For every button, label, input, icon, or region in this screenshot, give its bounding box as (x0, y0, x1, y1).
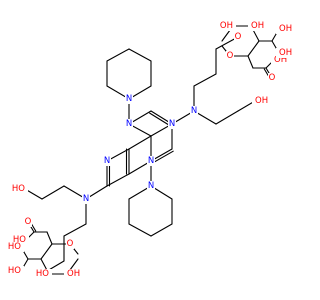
atom-label-background (252, 96, 266, 106)
atom-label-text: N (191, 106, 197, 116)
atom-label-background (248, 21, 262, 31)
atom-label-background (10, 242, 24, 252)
nitrogen-atom-label: N (103, 156, 111, 166)
nitrogen-atom-label: N (147, 156, 155, 166)
oxygen-atom-label: O (24, 217, 32, 227)
atom-label-background (276, 48, 290, 58)
oxygen-atom-label: O (66, 239, 74, 249)
bond-line (150, 223, 173, 237)
atom-label-background (222, 21, 236, 31)
bond-line (193, 73, 217, 87)
oxygen-atom-label: HO (13, 235, 29, 245)
atom-label-background (147, 156, 155, 166)
atom-label-text: O (25, 217, 32, 227)
bond-line (128, 223, 152, 237)
bond-line (41, 185, 65, 200)
atom-label-background (38, 269, 52, 279)
oxygen-atom-label: OH (276, 24, 292, 34)
atom-label-text: O (67, 239, 74, 249)
bond-line (247, 55, 254, 69)
atom-label-text: N (126, 94, 132, 104)
atom-label-text: N (104, 156, 110, 166)
atom-label-background (103, 156, 111, 166)
oxygen-atom-label: HO (36, 269, 52, 279)
nitrogen-atom-label: N (147, 181, 155, 191)
oxygen-atom-label: OH (276, 48, 292, 58)
oxygen-atom-label: HO (8, 266, 24, 276)
atom-label-text: HO (8, 242, 21, 252)
molecule-structure-diagram: NNNNNNNNOOOHOOHOHOHOHOHOOHOOHOHOHOHOOH (8, 21, 292, 279)
atom-label-text: O (269, 73, 276, 83)
oxygen-atom-label: O (234, 32, 242, 42)
bond-line (247, 40, 260, 57)
atom-label-text: HO (12, 184, 25, 194)
atom-label-background (24, 217, 32, 227)
bond-line (149, 112, 172, 127)
atom-label-background (66, 239, 74, 249)
atom-label-text: HO (36, 269, 49, 279)
atom-label-background (276, 24, 290, 34)
atom-label-background (82, 194, 90, 204)
bond-line (128, 135, 152, 150)
atom-label-background (15, 235, 29, 245)
atom-label-text: OH (67, 269, 80, 279)
oxygen-atom-label: HO (12, 184, 28, 194)
atom-label-text: N (169, 119, 175, 129)
atom-label-text: N (148, 156, 154, 166)
atom-label-background (10, 266, 24, 276)
bond-line (40, 243, 53, 260)
bond-layer (20, 25, 280, 275)
atom-label-text: OH (274, 55, 287, 65)
bond-line (151, 150, 174, 164)
bond-line (128, 48, 152, 62)
bond-line (63, 223, 87, 237)
oxygen-atom-label: OH (220, 21, 236, 31)
bond-line (106, 48, 130, 62)
atom-label-background (64, 269, 78, 279)
atom-label-background (234, 32, 242, 42)
atom-label-text: OH (220, 21, 233, 31)
atom-label-background (14, 184, 28, 194)
atom-label-text: O (235, 32, 242, 42)
atom-label-background (268, 73, 276, 83)
nitrogen-atom-label: N (190, 106, 198, 116)
oxygen-atom-label: OH (248, 21, 264, 31)
atom-label-text: HO (8, 266, 21, 276)
oxygen-atom-label: O (226, 51, 234, 61)
atom-label-text: N (83, 194, 89, 204)
atom-label-background (190, 106, 198, 116)
nitrogen-atom-label: N (82, 194, 90, 204)
nitrogen-atom-label: N (125, 94, 133, 104)
atom-label-background (125, 94, 133, 104)
atom-label-text: OH (279, 24, 292, 34)
atom-label-text: O (227, 51, 234, 61)
atom-label-text: OH (251, 21, 264, 31)
oxygen-atom-label: O (268, 73, 276, 83)
oxygen-atom-label: OH (252, 96, 268, 106)
atom-label-text: N (148, 181, 154, 191)
atom-label-background (168, 119, 176, 129)
nitrogen-atom-label: N (168, 119, 176, 129)
atom-label-text: OH (255, 96, 268, 106)
oxygen-atom-label: HO (8, 242, 24, 252)
bond-line (46, 231, 53, 245)
atom-label-text: HO (13, 235, 26, 245)
atom-label-background (226, 51, 234, 61)
bond-line (215, 110, 239, 125)
atom-label-text: OH (279, 48, 292, 58)
atom-label-text: N (126, 119, 132, 129)
atom-label-layer: NNNNNNNNOOOHOOHOHOHOHOHOOHOOHOHOHOHOOH (8, 21, 292, 279)
atom-label-background (271, 55, 285, 65)
atom-label-background (147, 181, 155, 191)
atom-label-background (125, 119, 133, 129)
oxygen-atom-label: OH (271, 55, 287, 65)
oxygen-atom-label: OH (64, 269, 80, 279)
nitrogen-atom-label: N (125, 119, 133, 129)
bond-line (106, 173, 130, 187)
